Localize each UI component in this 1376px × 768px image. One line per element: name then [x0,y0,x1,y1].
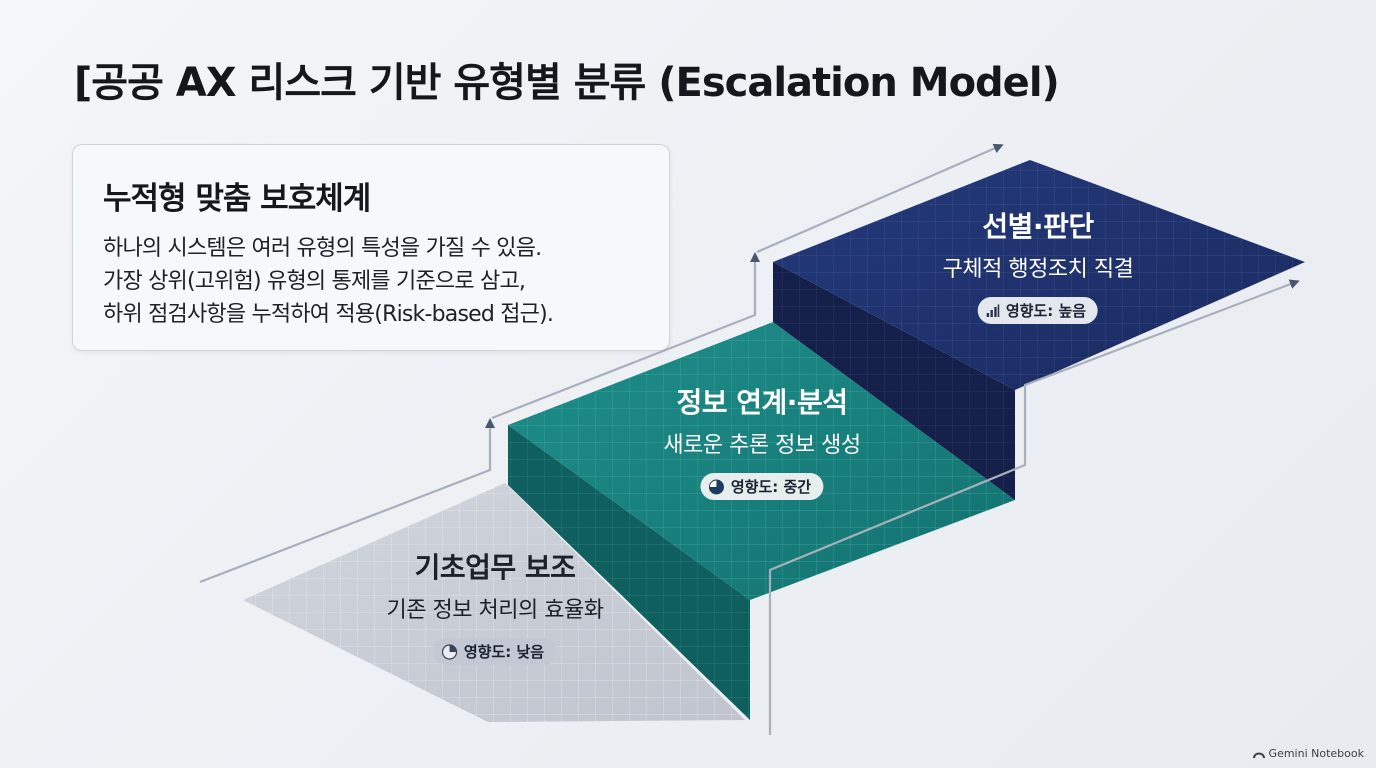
impact-badge: 영향도: 높음 [977,297,1099,324]
gemini-notebook-logo-icon [1252,752,1265,758]
upper-escalation-arrow [756,143,1004,254]
step-title: 정보 연계·분석 [676,386,848,419]
step-subtitle: 구체적 행정조치 직결 [942,257,1134,282]
step-basic-support: 기초업무 보조 기존 정보 처리의 효율화 영향도: 낮음 [387,546,604,665]
impact-badge-label: 영향도: 중간 [730,478,812,496]
info-box-line: 하나의 시스템은 여러 유형의 특성을 가질 수 있음. [103,236,542,261]
impact-badge-label: 영향도: 낮음 [463,643,545,661]
signal-bars-icon [986,304,1000,317]
impact-badge-label: 영향도: 높음 [1005,302,1087,320]
upper-escalation-arrow [491,252,760,420]
info-box-heading: 누적형 맞춤 보호체계 [103,181,371,217]
lower-escalation-arrow [768,279,1300,735]
step-link-analyze: 정보 연계·분석 새로운 추론 정보 생성 영향도: 중간 [663,381,861,500]
step-dark-shape [773,160,1305,500]
page-title: [공공 AX 리스크 기반 유형별 분류 (Escalation Model) [74,60,1060,106]
step-title: 기초업무 보조 [414,551,576,584]
step-light-shape [243,483,745,722]
step-subtitle: 기존 정보 처리의 효율화 [386,598,604,623]
step-select-judge: 선별·판단 구체적 행정조치 직결 영향도: 높음 [943,205,1134,324]
step-title: 선별·판단 [982,210,1094,243]
pie-quarter-icon [442,643,458,660]
step-subtitle: 새로운 추론 정보 생성 [663,433,861,458]
upper-escalation-arrow [199,418,495,584]
watermark: Gemini Notebook [1252,747,1364,760]
watermark-text: Gemini Notebook [1268,747,1364,760]
info-box: 누적형 맞춤 보호체계 하나의 시스템은 여러 유형의 특성을 가질 수 있음.… [72,144,670,351]
info-box-line: 하위 점검사항을 누적하여 적용(Risk-based 접근). [103,302,554,327]
step-teal-shape [508,322,1015,720]
impact-badge: 영향도: 중간 [700,473,824,500]
pie-half-icon [709,479,725,494]
impact-badge: 영향도: 낮음 [433,638,557,665]
info-box-line: 가장 상위(고위험) 유형의 통제를 기준으로 삼고, [103,269,526,294]
